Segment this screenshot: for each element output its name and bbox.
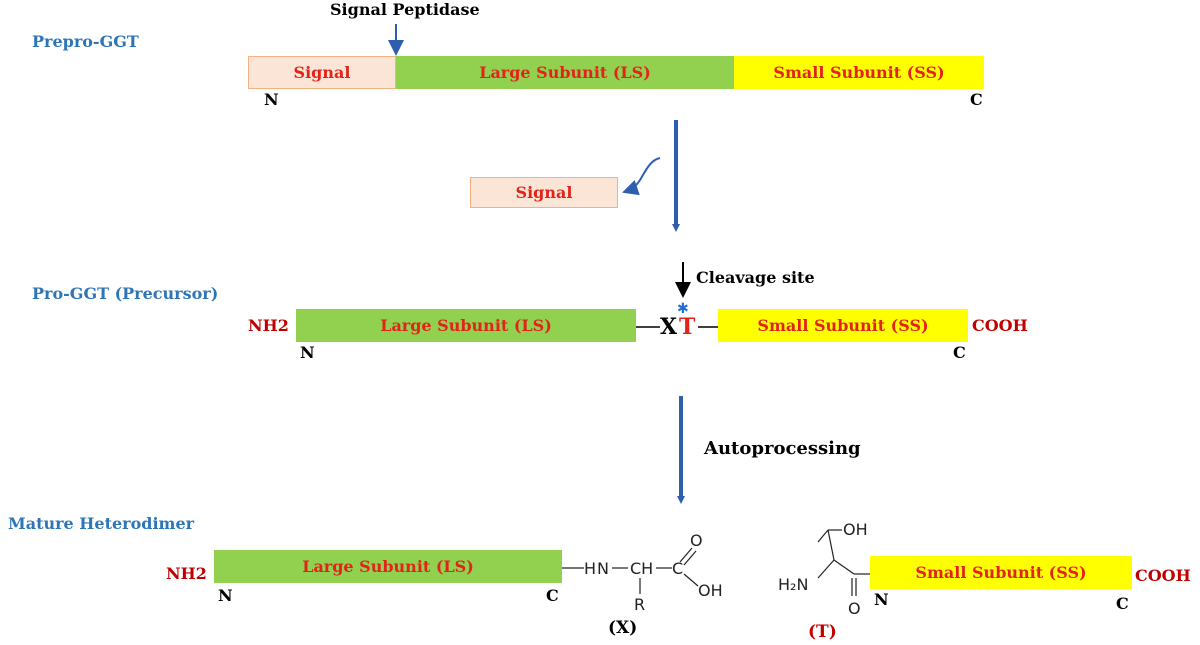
chem-t-o: O bbox=[848, 599, 861, 618]
mature-cooh-label: COOH bbox=[1135, 566, 1191, 585]
process-arrow-1-head bbox=[672, 224, 680, 232]
pro-large-subunit: Large Subunit (LS) bbox=[296, 309, 636, 342]
signal-peptidase-label: Signal Peptidase bbox=[330, 0, 480, 19]
residue-x-label: (X) bbox=[608, 618, 638, 638]
prepro-signal-text: Signal bbox=[293, 63, 351, 82]
released-signal-text: Signal bbox=[515, 183, 573, 202]
mature-ls-c-terminus: C bbox=[546, 586, 559, 605]
stage-label-pro: Pro-GGT (Precursor) bbox=[32, 284, 219, 303]
prepro-n-terminus: N bbox=[264, 90, 279, 109]
chem-x-r: R bbox=[634, 595, 645, 614]
mature-nh2-label: NH2 bbox=[166, 564, 207, 583]
stage-label-mature: Mature Heterodimer bbox=[8, 514, 195, 533]
chem-t-oh: OH bbox=[843, 520, 868, 539]
chem-x-h: H bbox=[584, 559, 596, 578]
autoprocessing-label: Autoprocessing bbox=[704, 438, 861, 459]
process-arrow-2-head bbox=[677, 496, 685, 504]
chem-x-o: O bbox=[690, 531, 703, 550]
mature-large-subunit: Large Subunit (LS) bbox=[214, 550, 562, 583]
cleavage-site-label: Cleavage site bbox=[696, 268, 815, 287]
pro-c-terminus: C bbox=[953, 343, 966, 362]
chem-x-c: C bbox=[672, 559, 683, 578]
mature-ss-c-terminus: C bbox=[1116, 594, 1129, 613]
pro-small-subunit: Small Subunit (SS) bbox=[718, 309, 968, 342]
mature-ls-n-terminus: N bbox=[218, 586, 233, 605]
residue-x-structure: H N CH R C O OH bbox=[562, 531, 723, 614]
prepro-large-subunit-text: Large Subunit (LS) bbox=[479, 63, 651, 82]
pro-residue-t: T bbox=[679, 314, 696, 340]
chem-x-ch: CH bbox=[630, 559, 653, 578]
mature-small-subunit: Small Subunit (SS) bbox=[870, 556, 1132, 589]
prepro-small-subunit: Small Subunit (SS) bbox=[734, 56, 984, 89]
mature-ss-n-terminus: N bbox=[874, 590, 889, 609]
residue-t-structure bbox=[817, 529, 870, 596]
prepro-large-subunit: Large Subunit (LS) bbox=[396, 56, 734, 89]
chem-t-h2n: H₂N bbox=[778, 575, 808, 594]
cleavage-star-icon: ✱ bbox=[677, 301, 689, 317]
pro-large-subunit-text: Large Subunit (LS) bbox=[380, 316, 552, 335]
pro-cooh-label: COOH bbox=[972, 316, 1028, 335]
pro-n-terminus: N bbox=[300, 343, 315, 362]
mature-large-subunit-text: Large Subunit (LS) bbox=[302, 557, 474, 576]
pro-residue-x: X bbox=[660, 314, 678, 340]
residue-t-label: (T) bbox=[808, 622, 837, 642]
signal-release-arrow bbox=[622, 157, 661, 196]
pro-nh2-label: NH2 bbox=[248, 316, 289, 335]
released-signal-segment: Signal bbox=[470, 177, 618, 208]
stage-label-prepro: Prepro-GGT bbox=[32, 32, 139, 51]
prepro-signal-segment: Signal bbox=[248, 56, 396, 89]
mature-small-subunit-text: Small Subunit (SS) bbox=[915, 563, 1087, 582]
prepro-small-subunit-text: Small Subunit (SS) bbox=[773, 63, 945, 82]
pro-small-subunit-text: Small Subunit (SS) bbox=[757, 316, 929, 335]
chem-x-n: N bbox=[597, 559, 609, 578]
prepro-c-terminus: C bbox=[970, 90, 983, 109]
chem-x-oh: OH bbox=[698, 581, 723, 600]
